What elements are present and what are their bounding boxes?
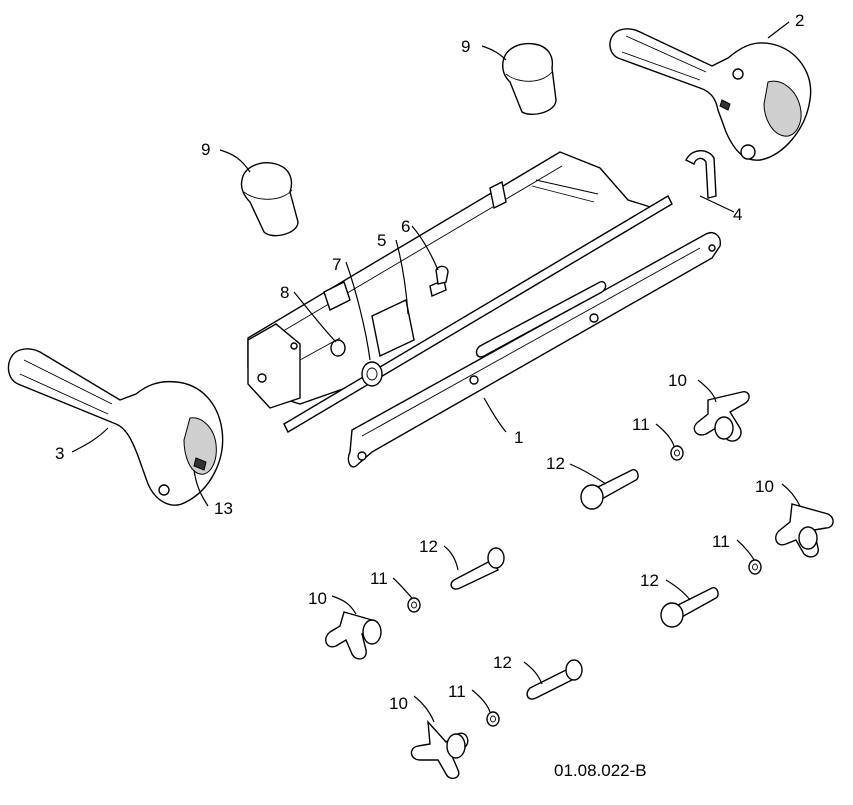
leader-lines	[71, 21, 801, 723]
part-washer-11-a	[670, 445, 684, 461]
part-knob-9-left	[240, 162, 299, 237]
callout-10-a: 10	[668, 371, 687, 390]
callout-1: 1	[514, 428, 523, 447]
callout-12-d: 12	[493, 653, 512, 672]
callout-12-a: 12	[546, 454, 565, 473]
callout-3: 3	[55, 444, 64, 463]
part-bolt-12-d	[526, 659, 583, 700]
callout-8: 8	[280, 283, 289, 302]
callout-9-top: 9	[461, 37, 470, 56]
part-frame-assembly	[247, 150, 721, 468]
callout-7: 7	[332, 255, 341, 274]
callout-2: 2	[795, 11, 804, 30]
callout-12-b: 12	[419, 537, 438, 556]
part-handle-2	[609, 27, 812, 161]
callout-5: 5	[377, 231, 386, 250]
callout-11-b: 11	[712, 532, 730, 551]
part-washer-11-d	[486, 711, 500, 727]
callout-10-c: 10	[308, 589, 327, 608]
part-bolt-12-c	[660, 587, 719, 628]
callout-labels: 2 9 9 4 5 6 7 8 1 3 13 10 10 10 10 11 11…	[55, 11, 804, 713]
part-bolt-12-a	[580, 469, 639, 510]
part-knob-10-b	[775, 503, 834, 558]
part-knob-10-a	[693, 391, 750, 442]
diagram-code: 01.08.022-B	[554, 761, 647, 780]
callout-11-c: 11	[370, 569, 388, 588]
callout-13: 13	[214, 499, 233, 518]
part-handle-3	[7, 347, 224, 506]
part-knob-10-d	[410, 719, 469, 780]
callout-4: 4	[733, 205, 742, 224]
part-washer-11-b	[748, 559, 762, 575]
callout-11-a: 11	[632, 415, 650, 434]
callout-11-d: 11	[448, 682, 466, 701]
callout-6: 6	[401, 217, 410, 236]
callout-10-b: 10	[755, 477, 774, 496]
part-bolt-12-b	[450, 547, 505, 590]
part-knob-10-c	[325, 611, 382, 660]
callout-9-left: 9	[201, 140, 210, 159]
callout-10-d: 10	[389, 694, 408, 713]
part-washer-11-c	[407, 597, 421, 613]
part-knob-9-top	[502, 42, 557, 116]
callout-12-c: 12	[640, 571, 659, 590]
